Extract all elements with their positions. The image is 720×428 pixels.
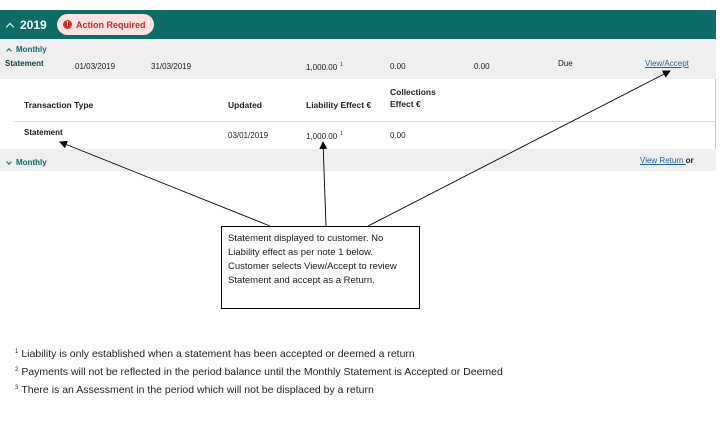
header-transaction-type: Transaction Type	[24, 100, 94, 110]
year-header-bar: 2019 ! Action Required	[0, 10, 716, 39]
period-amount: 0.00	[474, 62, 490, 71]
header-collections-effect: Collections Effect €	[390, 87, 436, 109]
arrow-to-view-accept	[367, 70, 671, 227]
footnote-text: Payments will not be reflected in the pe…	[21, 366, 503, 378]
status-badge-label: Action Required	[76, 19, 146, 30]
footnote-ref: 1	[340, 131, 343, 137]
row-collections-effect: 0.00	[390, 131, 406, 140]
row-divider	[14, 121, 716, 122]
period-status: Due	[558, 59, 573, 68]
status-badge: ! Action Required	[57, 14, 154, 35]
alert-icon: !	[63, 20, 72, 29]
header-updated: Updated	[228, 100, 262, 110]
footnote-mark: 1	[15, 349, 19, 355]
or-text: or	[685, 156, 694, 165]
row-updated: 03/01/2019	[228, 131, 269, 140]
footnote-ref: 1	[340, 62, 343, 68]
arrow-to-liability	[319, 141, 328, 227]
annotation-callout: Statement displayed to customer. No Liab…	[221, 226, 420, 309]
period-collections: 0.00	[390, 62, 406, 71]
view-return-link[interactable]: View Return	[640, 156, 686, 165]
footnote-text: Liability is only established when a sta…	[21, 348, 415, 360]
monthly-toggle[interactable]: Monthly	[5, 45, 47, 54]
monthly-toggle[interactable]: Monthly	[5, 158, 47, 167]
transaction-table: Transaction Type Updated Liability Effec…	[0, 79, 716, 149]
monthly-label: Monthly	[16, 158, 47, 167]
period-liability-value: 1,000.00	[306, 63, 338, 72]
row-transaction-type: Statement	[24, 128, 63, 137]
row-liability-value: 1,000.00	[306, 132, 338, 141]
year-label: 2019	[20, 18, 47, 32]
period-row: Monthly View Return or	[0, 149, 716, 171]
footnote-mark: 3	[15, 385, 19, 391]
period-end-date: 31/03/2019	[151, 62, 192, 71]
view-accept-link[interactable]: View/Accept	[645, 59, 689, 68]
footnote-mark: 2	[15, 367, 19, 373]
year-toggle[interactable]: 2019	[4, 17, 47, 33]
header-liability-effect: Liability Effect €	[306, 100, 372, 110]
period-start-date: 01/03/2019	[75, 62, 116, 71]
arrow-to-statement	[59, 140, 271, 227]
period-type: Statement	[5, 59, 44, 68]
view-return-group: View Return or	[640, 156, 694, 165]
period-row: Monthly Statement 01/03/2019 31/03/2019 …	[0, 39, 716, 79]
footnote-text: There is an Assessment in the period whi…	[21, 384, 374, 396]
monthly-label: Monthly	[16, 45, 47, 54]
